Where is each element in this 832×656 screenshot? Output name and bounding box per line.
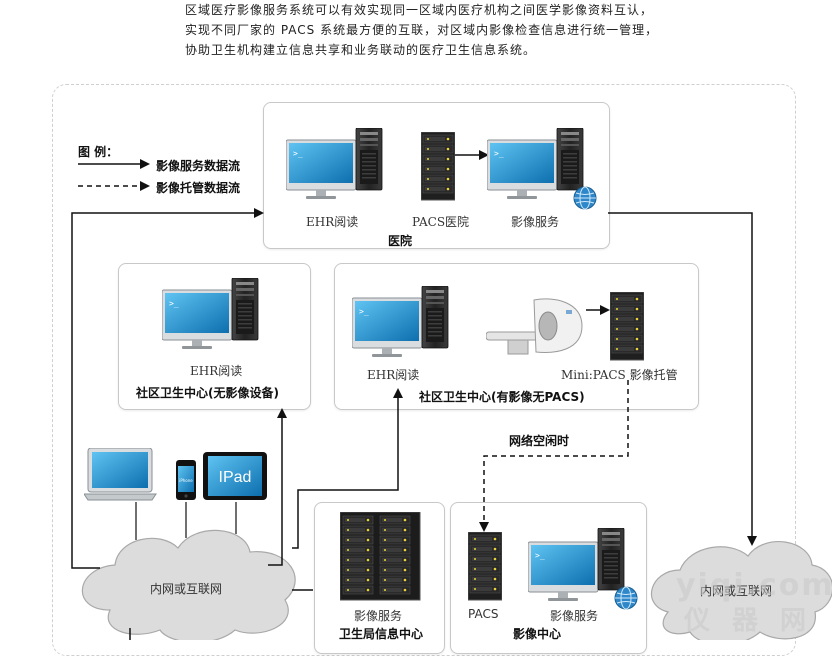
legend-title: 图 例： — [78, 145, 119, 159]
cloud-to-community-arrow — [268, 408, 287, 566]
hospital-ehr-label: EHR阅读 — [306, 215, 359, 229]
legend-solid-label: 影像服务数据流 — [156, 159, 241, 173]
hospital-to-cloud-arrow — [608, 212, 757, 546]
hospital-service-workstation — [487, 128, 597, 210]
iphone-screen-text: iPhone — [179, 478, 193, 483]
ipad-screen-text: IPad — [219, 469, 252, 486]
cloud-to-community-device-arrow — [292, 388, 403, 549]
hospital-title: 医院 — [388, 234, 413, 248]
laptop-icon — [84, 448, 157, 501]
mini-pacs-label: Mini:PACS 影像托管 — [561, 368, 678, 382]
imaging-center-pacs-server — [468, 532, 502, 601]
community-ehr-workstation — [162, 278, 259, 350]
imaging-center-service-workstation — [528, 528, 638, 610]
ct-scanner — [486, 298, 583, 355]
legend-dashed-label: 影像托管数据流 — [156, 181, 241, 195]
cloud-to-hospital-arrow — [71, 208, 264, 569]
bureau-server-rack — [340, 512, 421, 601]
flow-lines — [71, 150, 832, 640]
hospital-ehr-workstation — [286, 128, 383, 200]
hospital-service-label: 影像服务 — [511, 215, 560, 229]
cloud-right-label: 内网或互联网 — [700, 584, 773, 598]
intro-text: 区域医疗影像服务系统可以有效实现同一区域内医疗机构之间医学影像资料互认， 实现不… — [185, 0, 745, 60]
community-no-device-title: 社区卫生中心(无影像设备) — [136, 386, 279, 400]
mini-pacs-server — [610, 292, 644, 361]
intro-line-2: 实现不同厂家的 PACS 系统最方便的互联，对区域内影像检查信息进行统一管理， — [185, 23, 659, 37]
intro-line-1: 区域医疗影像服务系统可以有效实现同一区域内医疗机构之间医学影像资料互认， — [185, 3, 654, 17]
hospital-pacs-label: PACS医院 — [412, 215, 470, 229]
ipad-icon: IPad — [203, 452, 267, 500]
community-ehr-label: EHR阅读 — [190, 364, 243, 378]
bureau-service-label: 影像服务 — [354, 609, 403, 623]
intro-line-3: 协助卫生机构建立信息共享和业务联动的医疗卫生信息系统。 — [185, 43, 537, 57]
bureau-title: 卫生局信息中心 — [339, 627, 424, 641]
community-device-ehr-workstation — [352, 286, 449, 358]
network-idle-label: 网络空闲时 — [509, 434, 570, 448]
cloud-left-label: 内网或互联网 — [150, 582, 223, 596]
iphone-icon: iPhone — [176, 460, 196, 500]
imaging-center-title: 影像中心 — [513, 627, 562, 641]
community-device-title: 社区卫生中心(有影像无PACS) — [419, 390, 585, 404]
hosting-flow-arrow — [479, 380, 629, 532]
cloud-left — [81, 529, 296, 640]
watermark-text: yiqi.com — [676, 568, 832, 603]
watermark-text-2: 仪器网 — [684, 606, 829, 636]
community-device-ehr-label: EHR阅读 — [367, 368, 420, 382]
cloud-right — [650, 541, 832, 640]
hospital-pacs-server — [421, 132, 455, 201]
imaging-center-service-label: 影像服务 — [550, 609, 599, 623]
imaging-center-pacs-label: PACS — [468, 607, 499, 621]
